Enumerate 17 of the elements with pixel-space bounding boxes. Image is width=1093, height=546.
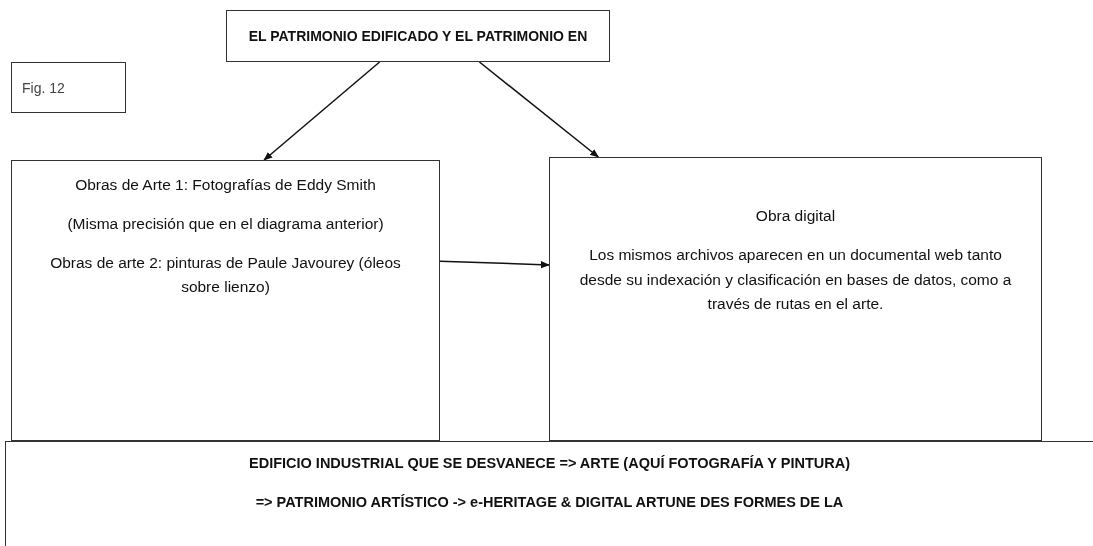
arrow — [439, 260, 550, 269]
arrow — [263, 61, 381, 161]
node-text: (Misma precisión que en el diagrama anterior) — [67, 213, 384, 234]
title-box — [226, 10, 610, 62]
node-text: Obras de Arte 1: Fotografías de Eddy Smith — [75, 175, 376, 195]
figure-label-box — [11, 62, 126, 113]
arrow — [478, 61, 600, 158]
node-text: EDIFICIO INDUSTRIAL QUE SE DESVANECE => ARTE (AQUÍ FOTOGRAFÍA Y PINTURA) — [249, 454, 850, 473]
process-box — [5, 441, 1093, 546]
node-text: Obras de arte 2: pinturas de Paule Javourey (óleos sobre lienzo) — [49, 252, 402, 298]
node-text: Los mismos archivos aparecen en un documental web tanto desde su indexación y clasificación en bases de datos, como a través de rutas en el arte. — [578, 244, 1013, 315]
node-text: Fig. 12 — [22, 79, 65, 98]
node-text: => PATRIMONIO ARTÍSTICO -> e-HERITAGE & DIGITAL ARTUNE DES FORMES DE LA — [255, 493, 844, 513]
node-text: EL PATRIMONIO EDIFICADO Y EL PATRIMONIO EN — [248, 27, 588, 46]
node-text: Obra digital — [755, 206, 836, 226]
process-box — [11, 160, 440, 441]
process-box — [549, 157, 1042, 441]
